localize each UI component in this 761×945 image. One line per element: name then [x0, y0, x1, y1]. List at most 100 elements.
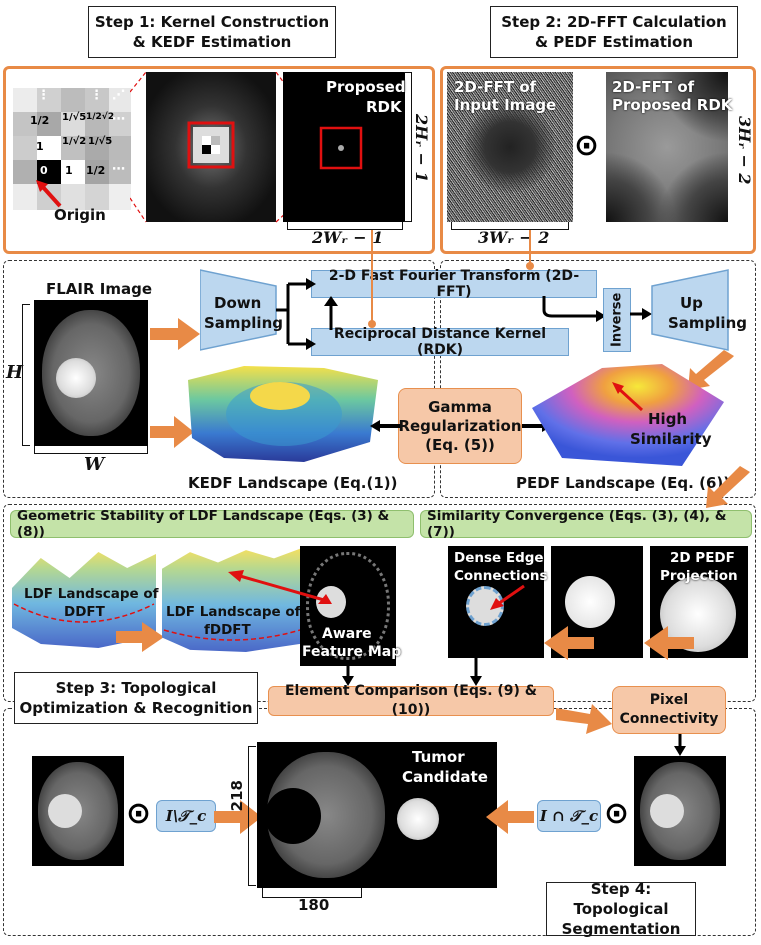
step2-line1: Step 2: 2D-FFT Calculation [501, 13, 727, 31]
dim-3wr-bracket [451, 222, 569, 230]
elem-to-pixel-arrow [556, 704, 612, 734]
step3-line2: Optimization & Recognition [19, 699, 253, 717]
kernel-grid [13, 88, 131, 210]
pixel-line2: Connectivity [619, 711, 719, 727]
fft-rdk-title-2: Proposed RDK [612, 96, 733, 114]
high-label-2: Similarity [630, 430, 712, 448]
pixel-connectivity-box: Pixel Connectivity [612, 686, 726, 734]
dense-to-elem-arrow [470, 656, 482, 686]
grid-cell-half-3: 1/2 [86, 164, 106, 177]
h-bracket [22, 304, 30, 446]
left-tumor [48, 794, 82, 828]
step2-frame [440, 66, 756, 254]
pedf-region [440, 260, 756, 498]
grid-cell-inv-2sqrt2: 1/2√2 [86, 112, 115, 122]
red-arrow-feature [228, 570, 332, 604]
grid-hdots-2: ⋯ [112, 162, 125, 177]
grid-cell-inv-sqrt5-2: 1/√5 [88, 136, 113, 147]
proposed-rdk-image [283, 72, 405, 222]
fft-input-image [447, 72, 573, 222]
dim-218: 218 [228, 780, 246, 812]
grid-cell-zero: 0 [40, 164, 48, 177]
step2-label: Step 2: 2D-FFT Calculation & PEDF Estima… [490, 6, 738, 58]
intersect-arrow [486, 800, 534, 834]
dim-3wr: 3Wᵣ − 2 [478, 228, 550, 247]
fft-input-title-2: Input Image [454, 96, 557, 114]
rdk-title-2: RDK [366, 98, 402, 116]
w-label: W [84, 454, 105, 475]
inverse-box: Inverse [603, 288, 631, 352]
step1-frame [3, 66, 435, 254]
odot-icon: ⊙ [574, 128, 600, 163]
step1-line2: & KEDF Estimation [132, 33, 292, 51]
fft-input-title-1: 2D-FFT of [454, 78, 537, 96]
rdk-to-fft-arrow [324, 296, 338, 330]
pedf-svg [532, 364, 724, 466]
feature-to-elem-arrow [342, 664, 354, 686]
rdk-svg [319, 126, 363, 170]
feature-map-outline [306, 552, 390, 660]
origin-label: Origin [54, 206, 106, 224]
aware-feature-map-image [300, 546, 396, 666]
grid-cell-one-2: 1 [65, 164, 73, 177]
step1-line1: Step 1: Kernel Construction [94, 13, 330, 31]
dim-180: 180 [298, 896, 330, 914]
right-tumor [650, 794, 684, 828]
pixel-line1: Pixel [649, 692, 689, 708]
pixel-to-output-arrow [674, 734, 686, 756]
odot-left-icon: ⊙ [126, 796, 152, 831]
ddft-red-curve [13, 603, 155, 623]
tumor-label-2: Candidate [402, 768, 488, 786]
arrow-flair-down [150, 318, 200, 350]
ldf-fddft-label-1: LDF Landscape of [166, 604, 301, 620]
down-to-boxes-arrows [276, 278, 316, 350]
up-sampling-shape [651, 269, 729, 351]
aware-label-1: Aware [322, 626, 372, 642]
kedf-region [3, 260, 435, 498]
grid-cell-inv-sqrt5: 1/√5 [62, 112, 87, 123]
input-mri-left [32, 756, 124, 866]
setminus-box: I\𝒯_c [156, 800, 216, 832]
dense-edge-arrow [490, 584, 525, 610]
fft-rdk-image [606, 72, 728, 222]
step4-line1: Step 4: Topological [573, 880, 669, 918]
setminus-arrow [214, 800, 262, 834]
odot-right-icon: ⊙ [604, 796, 630, 831]
dim-2wr: 2Wᵣ − 1 [312, 228, 384, 247]
gamma-to-kedf-arrow [370, 420, 400, 432]
ldf-fddft-label-2: fDDFT [204, 622, 251, 638]
pedf-landscape-image [532, 358, 724, 468]
grid-hdots-1: ⋯ [112, 112, 125, 127]
arrow-ddft-fddft [116, 622, 164, 652]
dim180-bracket [262, 888, 362, 898]
dim-3hr: 3Hᵣ − 2 [735, 115, 754, 185]
fft-to-inverse-arrow [542, 296, 606, 322]
grid-cell-inv-sqrt2: 1/√2 [62, 136, 87, 147]
intersect-box: I ∩ 𝒯_c [537, 800, 601, 832]
high-label-1: High [648, 410, 688, 428]
aware-label-2: Feature Map [302, 644, 402, 660]
dim218-bracket [248, 746, 256, 886]
down-sampling-label: Sampling [204, 314, 283, 332]
flair-image [34, 300, 148, 446]
step2-line2: & PEDF Estimation [535, 33, 693, 51]
kernel-grid-svg [13, 88, 131, 210]
ldf-ddft-label-2: DDFT [64, 604, 105, 620]
kernel-zoom-image [146, 72, 276, 222]
dense-label-2: Connections [454, 568, 548, 584]
grid-vdots-2: ⋮ [90, 88, 103, 103]
step4-label: Step 4: Topological Segmentation [546, 880, 696, 938]
kedf-landscape-image [184, 362, 380, 466]
gamma-line3: (Eq. (5)) [425, 435, 495, 454]
arrow-mid-to-dense [544, 626, 594, 660]
pedf-proj-label-1: 2D PEDF [670, 550, 735, 566]
w-bracket [34, 446, 148, 454]
dense-edge-image [448, 546, 544, 658]
dim-2wr-bracket [287, 222, 403, 230]
arrow-up-to-pedf [688, 350, 734, 390]
dim-2hr-bracket [404, 72, 412, 222]
grid-ddots: ⋰ [112, 88, 125, 103]
gamma-box: Gamma Regularization (Eq. (5)) [398, 388, 522, 464]
arrow-flair-kedf [150, 416, 194, 448]
up-label: Up [680, 294, 703, 312]
